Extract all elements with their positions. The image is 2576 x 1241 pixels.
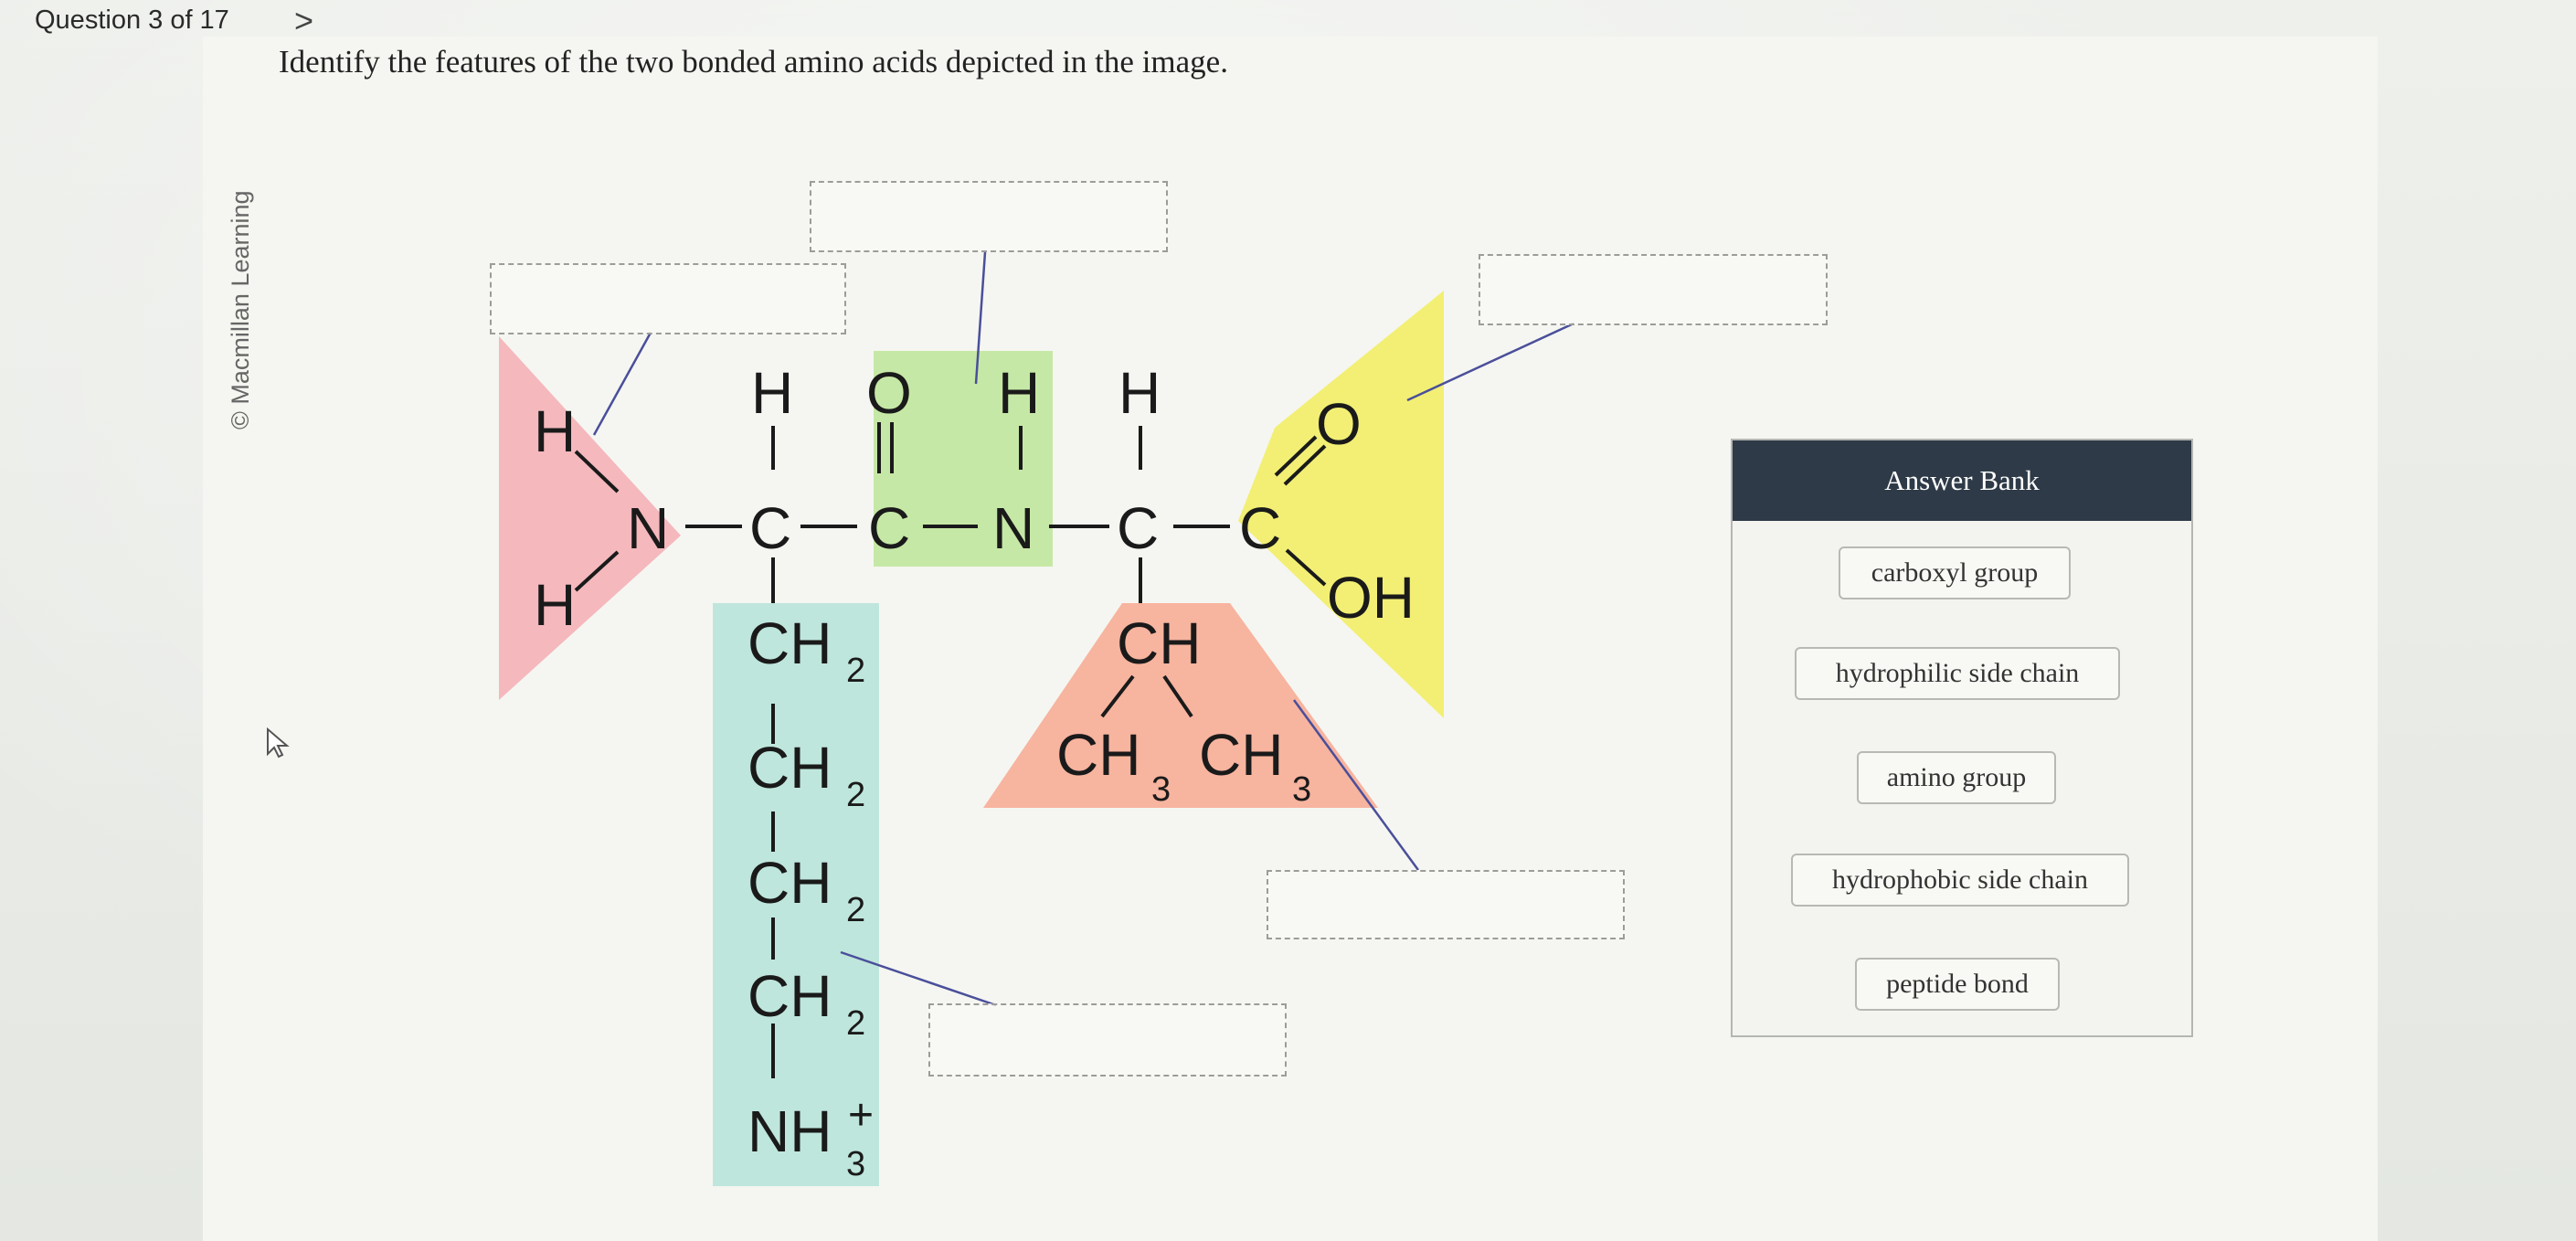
lysine-ch2-3: CH <box>747 850 832 916</box>
carboxyl-group-highlight <box>1238 291 1444 718</box>
answer-chip-carboxyl-group[interactable]: carboxyl group <box>1839 546 2071 599</box>
drop-target-carboxyl-group[interactable] <box>1479 254 1828 325</box>
lysine-ch2-3-subscript: 2 <box>846 891 865 929</box>
lysine-ch2-1-subscript: 2 <box>846 652 865 690</box>
lysine-nh3: NH <box>747 1098 832 1164</box>
lysine-nh3-subscript: 3 <box>846 1145 865 1183</box>
answer-chip-hydrophilic-side-chain[interactable]: hydrophilic side chain <box>1795 647 2120 700</box>
next-question-arrow[interactable]: > <box>294 2 314 39</box>
drop-target-hydrophilic-side-chain[interactable] <box>928 1003 1287 1077</box>
molecule-atom-labels: H H N H C O C H N H C C O OH CH 2 CH 2 C… <box>534 360 1415 1183</box>
question-counter[interactable]: Question 3 of 17 <box>35 5 229 35</box>
answer-bank-title: Answer Bank <box>1733 440 2191 521</box>
atom-c-alpha-1: C <box>749 495 791 561</box>
atom-h-above-alpha-c2: H <box>1118 360 1161 426</box>
valine-ch3-left: CH <box>1056 722 1140 788</box>
mouse-cursor-icon <box>267 727 290 758</box>
drop-target-peptide-bond[interactable] <box>810 181 1168 252</box>
atom-o-carbonyl: O <box>866 360 912 426</box>
valine-ch3-left-subscript: 3 <box>1151 770 1171 809</box>
valine-ch: CH <box>1117 610 1201 676</box>
lysine-ch2-4-subscript: 2 <box>846 1004 865 1043</box>
amino-group-highlight <box>499 336 681 700</box>
atom-h-bottom-left: H <box>534 572 576 638</box>
hydrophobic-side-chain-highlight <box>983 603 1378 808</box>
lysine-ch2-4: CH <box>747 963 832 1029</box>
atom-n-peptide: N <box>992 495 1034 561</box>
atom-c-carboxyl: C <box>1239 495 1281 561</box>
atom-c-alpha-2: C <box>1117 495 1159 561</box>
leader-lines <box>592 251 1574 1007</box>
atom-h-above-n2: H <box>998 360 1040 426</box>
answer-chip-amino-group[interactable]: amino group <box>1857 751 2056 804</box>
answer-chip-hydrophobic-side-chain[interactable]: hydrophobic side chain <box>1791 854 2129 907</box>
valine-ch3-right: CH <box>1199 722 1283 788</box>
hydrophilic-side-chain-highlight <box>713 603 879 1186</box>
atom-c-carbonyl: C <box>868 495 910 561</box>
atom-n-amino: N <box>627 495 669 561</box>
answer-chip-peptide-bond[interactable]: peptide bond <box>1855 958 2060 1011</box>
atom-o-carboxyl: O <box>1316 391 1362 457</box>
lysine-ch2-2: CH <box>747 735 832 801</box>
lysine-ch2-2-subscript: 2 <box>846 776 865 814</box>
drop-target-hydrophobic-side-chain[interactable] <box>1267 870 1625 939</box>
valine-ch3-right-subscript: 3 <box>1292 770 1311 809</box>
atom-h-top-left: H <box>534 398 576 464</box>
atom-h-above-alpha-c1: H <box>751 360 793 426</box>
lysine-nh3-charge: + <box>848 1091 874 1140</box>
question-prompt: Identify the features of the two bonded … <box>279 44 1228 80</box>
answer-bank: Answer Bank carboxyl group hydrophilic s… <box>1731 439 2193 1037</box>
drop-target-amino-group[interactable] <box>490 263 846 334</box>
bond-lines <box>574 422 1327 1078</box>
peptide-bond-highlight <box>874 351 1053 567</box>
atom-oh-carboxyl: OH <box>1327 565 1415 631</box>
lysine-ch2-1: CH <box>747 610 832 676</box>
